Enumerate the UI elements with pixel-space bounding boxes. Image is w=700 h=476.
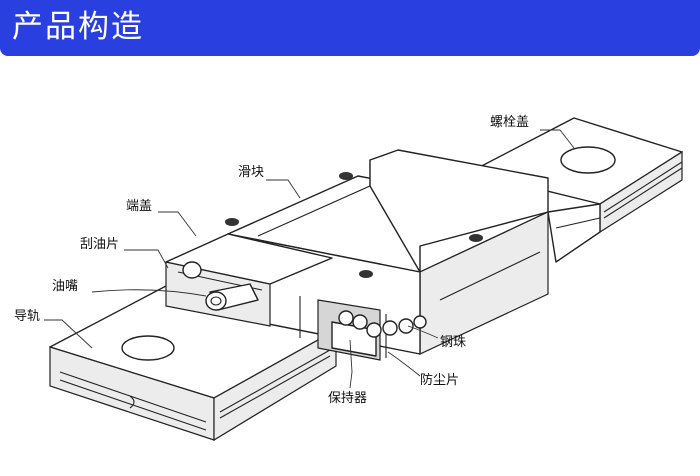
bolt-cap-front bbox=[121, 335, 175, 361]
label-scraper: 刮油片 bbox=[80, 237, 119, 252]
page-title: 产品构造 bbox=[12, 9, 144, 45]
label-slider: 滑块 bbox=[238, 165, 264, 180]
mount-hole-2 bbox=[225, 218, 239, 226]
leader-lines bbox=[44, 129, 575, 389]
linear-guide-diagram: .p { stroke:#222; stroke-width:1.4; fill… bbox=[14, 115, 683, 442]
label-guide-rail: 导轨 bbox=[14, 309, 40, 324]
steel-balls bbox=[338, 310, 427, 338]
label-retainer: 保持器 bbox=[328, 391, 367, 406]
header-bar: 产品构造 bbox=[0, 0, 700, 56]
label-end-cap: 端盖 bbox=[126, 199, 152, 214]
mount-hole-3 bbox=[469, 234, 483, 242]
label-dust-seal: 防尘片 bbox=[420, 372, 459, 388]
mount-hole-4 bbox=[359, 270, 373, 278]
label-bolt-cap: 螺栓盖 bbox=[490, 115, 529, 130]
label-grease-nipple: 油嘴 bbox=[52, 279, 78, 294]
label-steel-ball: 钢珠 bbox=[440, 335, 466, 350]
grease-nipple bbox=[182, 261, 259, 311]
bolt-cap-back bbox=[560, 146, 616, 174]
mount-hole-1 bbox=[339, 172, 353, 180]
